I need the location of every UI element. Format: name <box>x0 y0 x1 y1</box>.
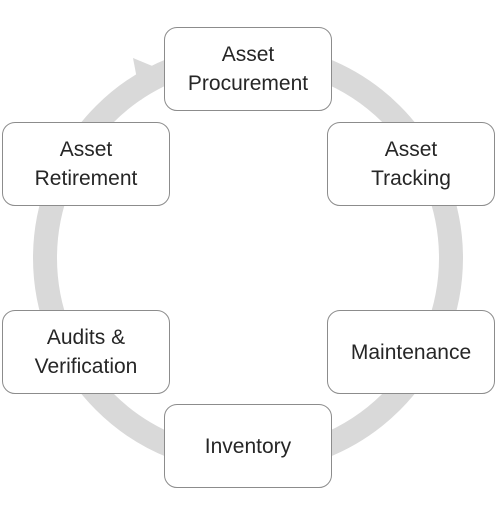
cycle-arrowhead <box>133 58 162 100</box>
node-audits-verification: Audits & Verification <box>2 310 170 394</box>
node-inventory: Inventory <box>164 404 332 488</box>
node-asset-retirement: Asset Retirement <box>2 122 170 206</box>
cycle-ring-band <box>33 43 463 473</box>
node-maintenance: Maintenance <box>327 310 495 394</box>
node-asset-tracking: Asset Tracking <box>327 122 495 206</box>
node-asset-procurement: Asset Procurement <box>164 27 332 111</box>
